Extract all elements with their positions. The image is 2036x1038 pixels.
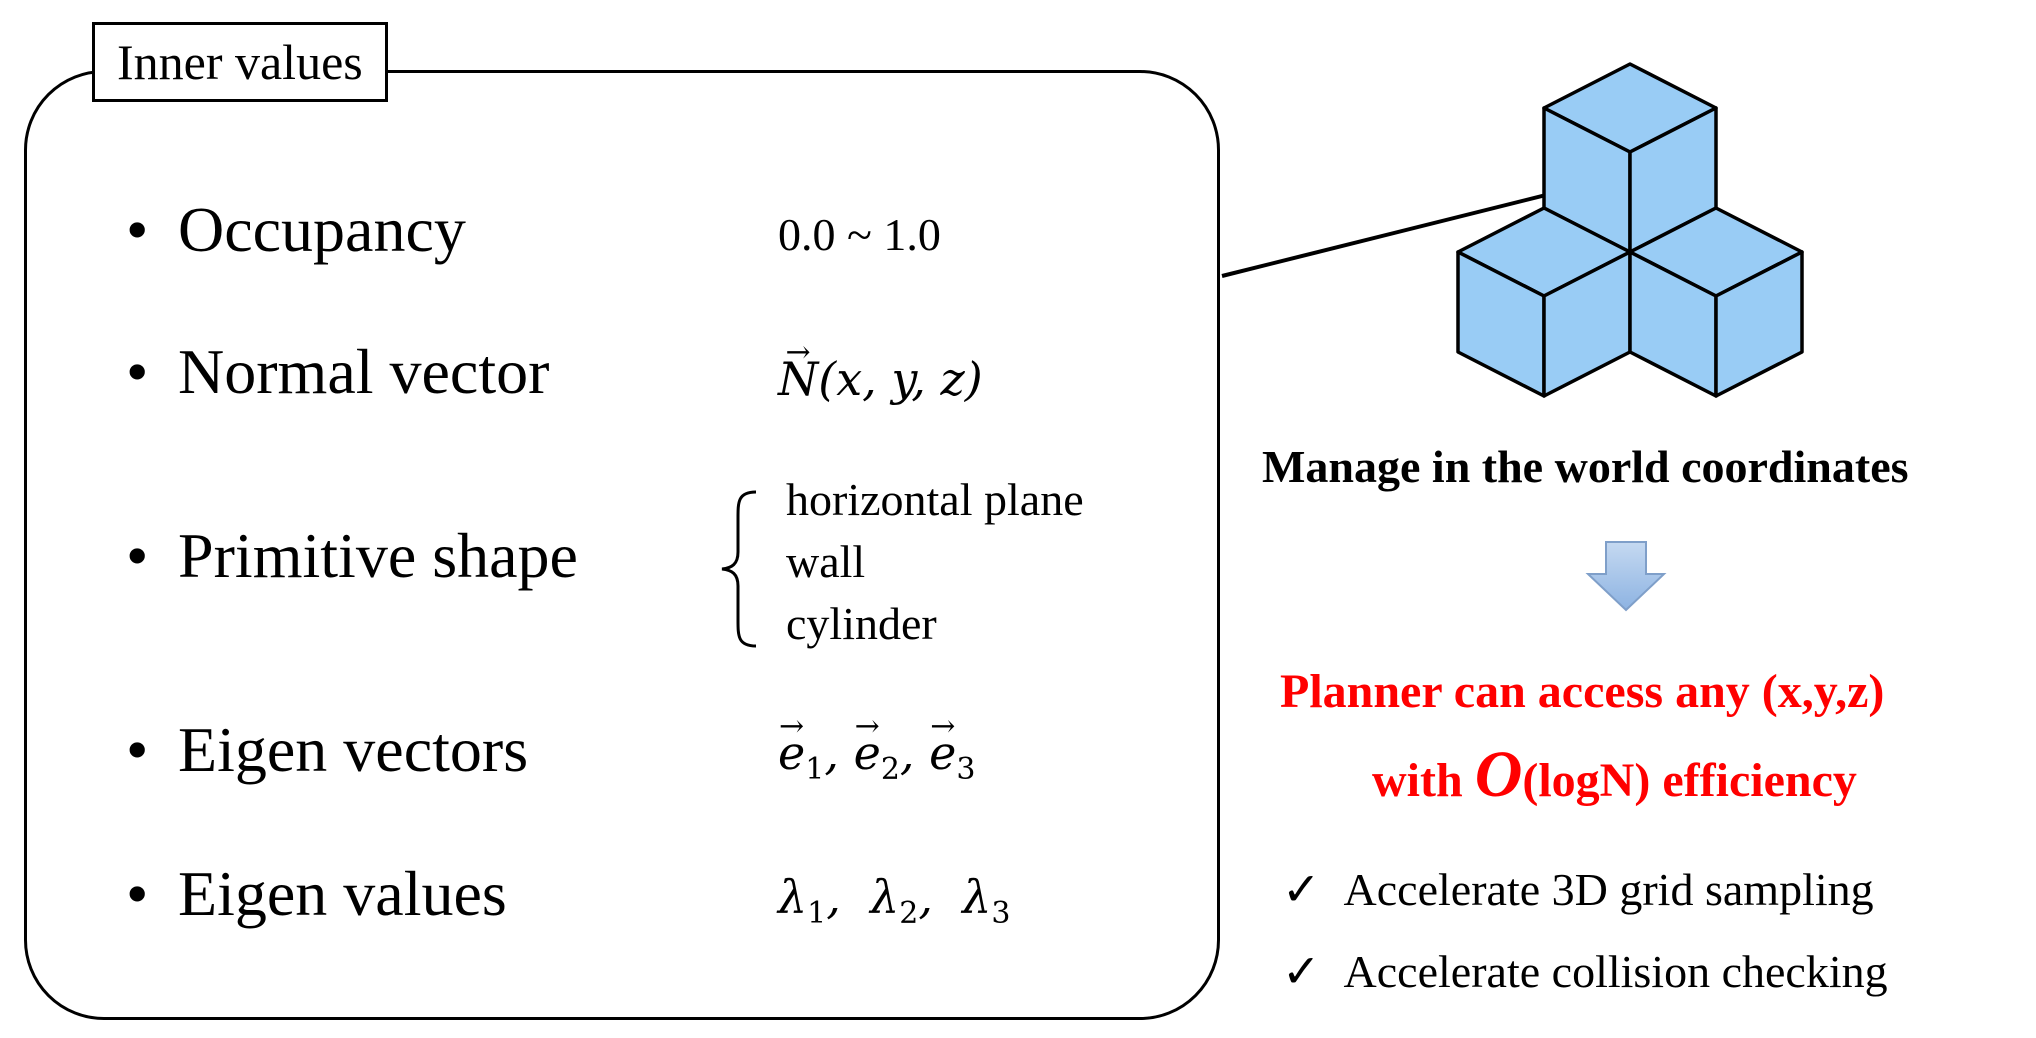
- check-item-collision-checking: ✓ Accelerate collision checking: [1282, 944, 1888, 998]
- planner-line-1: Planner can access any (x,y,z): [1280, 665, 1885, 718]
- eigen-values-value: λ1, λ2, λ3: [778, 870, 1011, 932]
- primitive-option-cylinder: cylinder: [786, 598, 937, 649]
- item-label: Occupancy: [178, 194, 466, 265]
- planner-line-2: with O(logN) efficiency: [1372, 742, 1857, 814]
- eigen-vector-2: e: [854, 730, 881, 776]
- bullet: •: [126, 336, 149, 407]
- primitive-option-horizontal-plane: horizontal plane: [786, 474, 1084, 525]
- vector-components: (x, y, z): [818, 352, 983, 406]
- down-arrow-icon: [1585, 541, 1667, 612]
- lambda-1: λ: [778, 870, 808, 924]
- curly-brace-icon: [721, 490, 757, 648]
- lambda-3: λ: [962, 870, 992, 924]
- voxel-cubes-icon: [1456, 62, 1804, 398]
- bullet: •: [126, 520, 149, 591]
- item-label: Eigen values: [178, 858, 507, 929]
- bullet: •: [126, 194, 149, 265]
- item-label: Normal vector: [178, 336, 550, 407]
- item-primitive-shape: •Primitive shape: [126, 524, 578, 588]
- subscript: 1: [805, 752, 825, 788]
- planner-efficiency: (logN) efficiency: [1522, 754, 1857, 807]
- check-text: Accelerate 3D grid sampling: [1343, 864, 1874, 915]
- panel-tab-label: Inner values: [92, 22, 388, 102]
- connector-line: [1221, 180, 1599, 278]
- subscript: 2: [899, 896, 919, 932]
- item-eigen-values: •Eigen values: [126, 862, 507, 926]
- primitive-option-wall: wall: [786, 536, 866, 587]
- subscript: 2: [880, 752, 900, 788]
- subscript: 3: [991, 896, 1011, 932]
- subscript: 3: [956, 752, 976, 788]
- item-eigen-vectors: •Eigen vectors: [126, 718, 528, 782]
- item-normal-vector: •Normal vector: [126, 340, 549, 404]
- vector-symbol: N: [778, 356, 818, 402]
- eigen-vector-1: e: [778, 730, 805, 776]
- bullet: •: [126, 858, 149, 929]
- planner-with: with: [1372, 754, 1475, 807]
- inner-values-panel: [24, 70, 1220, 1020]
- normal-vector-value: N(x, y, z): [778, 356, 983, 402]
- check-icon: ✓: [1282, 946, 1321, 997]
- eigen-vectors-value: e1, e2, e3: [778, 730, 975, 793]
- lambda-2: λ: [870, 870, 900, 924]
- occupancy-value: 0.0 ~ 1.0: [778, 209, 941, 260]
- item-occupancy: •Occupancy: [126, 198, 466, 262]
- item-label: Primitive shape: [178, 520, 578, 591]
- bullet: •: [126, 714, 149, 785]
- check-text: Accelerate collision checking: [1343, 946, 1888, 997]
- check-icon: ✓: [1282, 864, 1321, 915]
- check-item-grid-sampling: ✓ Accelerate 3D grid sampling: [1282, 862, 1874, 916]
- manage-caption: Manage in the world coordinates: [1262, 441, 1909, 492]
- big-o: O: [1474, 738, 1523, 811]
- subscript: 1: [807, 896, 827, 932]
- item-label: Eigen vectors: [178, 714, 529, 785]
- eigen-vector-3: e: [929, 730, 956, 776]
